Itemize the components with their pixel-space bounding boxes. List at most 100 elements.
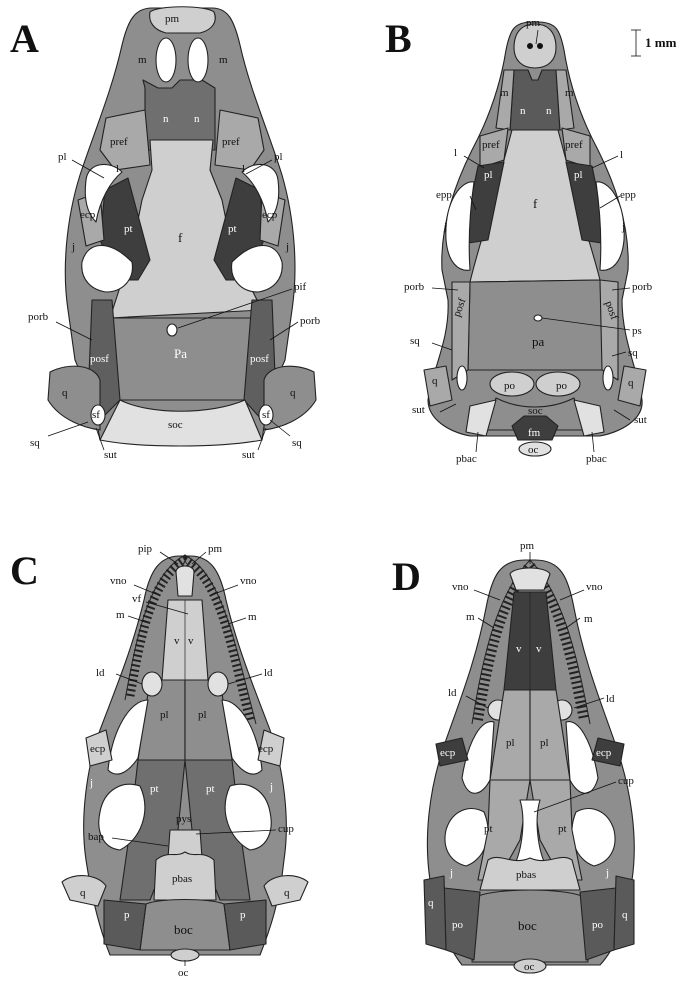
d-label-v-right: v xyxy=(536,643,542,655)
c-ld-left xyxy=(142,672,162,696)
c-label-q-left: q xyxy=(80,887,86,899)
b-label-soc: soc xyxy=(528,405,543,417)
c-ld-right xyxy=(208,672,228,696)
b-opening-right xyxy=(603,366,613,390)
c-label-pl-left: pl xyxy=(160,709,169,721)
panel-b-dorsal-skull: B 1 mm xyxy=(385,16,677,465)
c-prootic-left xyxy=(104,900,146,950)
a-label-sf-right: sf xyxy=(262,409,270,421)
d-label-vno-right: vno xyxy=(586,581,603,593)
c-label-boc: boc xyxy=(174,922,193,937)
b-posf-right xyxy=(600,280,618,380)
a-label-pl-left: pl xyxy=(58,151,67,163)
a-label-posf-left: posf xyxy=(90,353,109,365)
c-label-pm: pm xyxy=(208,543,223,555)
a-label-l-left: l xyxy=(116,163,119,175)
d-premaxilla xyxy=(510,568,550,590)
c-label-pys: pys xyxy=(176,813,191,825)
a-label-pa: Pa xyxy=(174,346,187,361)
c-label-vf: vf xyxy=(132,593,142,605)
d-label-m-right: m xyxy=(584,613,593,625)
a-label-sut-right: sut xyxy=(242,449,255,461)
panel-a-dorsal-skull: A xyxy=(10,7,321,461)
a-label-f: f xyxy=(178,230,183,245)
b-parietal xyxy=(468,280,604,370)
b-label-pl-right: pl xyxy=(574,169,583,181)
c-label-pbas: pbas xyxy=(172,873,192,885)
panel-b-label: B xyxy=(385,16,412,61)
c-label-q-right: q xyxy=(284,887,290,899)
b-label-po-right: po xyxy=(556,380,568,392)
a-premaxilla xyxy=(150,7,216,33)
c-label-ecp-left: ecp xyxy=(90,743,106,755)
b-label-sq-left: sq xyxy=(410,335,420,347)
c-label-vno-right: vno xyxy=(240,575,257,587)
a-label-n-left: n xyxy=(163,113,169,125)
c-label-bap: bap xyxy=(88,831,104,843)
panel-c-ventral-skull: C xyxy=(10,543,308,979)
d-label-pt-right: pt xyxy=(558,823,567,835)
a-label-q-right: q xyxy=(290,387,296,399)
a-label-m-right: m xyxy=(219,54,228,66)
b-label-m-left: m xyxy=(500,87,509,99)
d-label-cup: cup xyxy=(618,775,634,787)
b-label-n-right: n xyxy=(546,105,552,117)
a-pineal-foramen xyxy=(167,324,177,336)
b-opening-left xyxy=(457,366,467,390)
b-label-l-left: l xyxy=(454,147,457,159)
b-naris-left xyxy=(527,43,533,49)
c-label-pt-right: pt xyxy=(206,783,215,795)
c-label-oc: oc xyxy=(178,967,189,979)
c-label-v-right: v xyxy=(188,635,194,647)
a-label-n-right: n xyxy=(194,113,200,125)
c-label-j-right: j xyxy=(269,781,273,793)
a-label-soc: soc xyxy=(168,419,183,431)
b-label-j-left: j xyxy=(443,221,447,233)
a-label-pt-right: pt xyxy=(228,223,237,235)
a-leader-sq-left xyxy=(48,422,88,436)
panel-c-label: C xyxy=(10,548,39,593)
b-label-pbac-left: pbac xyxy=(456,453,477,465)
a-label-m-left: m xyxy=(138,54,147,66)
c-label-pip: pip xyxy=(138,543,153,555)
d-label-boc: boc xyxy=(518,918,537,933)
c-label-m-right: m xyxy=(248,611,257,623)
a-label-sut-left: sut xyxy=(104,449,117,461)
d-label-pbas: pbas xyxy=(516,869,536,881)
c-label-ecp-right: ecp xyxy=(258,743,274,755)
b-label-ps: ps xyxy=(632,325,642,337)
b-premaxilla xyxy=(514,24,556,68)
a-label-porb-left: porb xyxy=(28,311,49,323)
c-label-pt-left: pt xyxy=(150,783,159,795)
d-label-po-right: po xyxy=(592,919,604,931)
a-label-j-right: j xyxy=(285,241,289,253)
a-label-q-left: q xyxy=(62,387,68,399)
d-label-pl-left: pl xyxy=(506,737,515,749)
b-label-sut-right: sut xyxy=(634,414,647,426)
d-label-v-left: v xyxy=(516,643,522,655)
d-label-ecp-left: ecp xyxy=(440,747,456,759)
d-label-pl-right: pl xyxy=(540,737,549,749)
b-label-fm: fm xyxy=(528,427,541,439)
a-naris-right xyxy=(188,38,208,82)
d-label-oc: oc xyxy=(524,961,535,973)
c-premaxilla xyxy=(176,566,194,596)
b-label-n-left: n xyxy=(520,105,526,117)
panel-a-label: A xyxy=(10,16,39,61)
c-label-p-left: p xyxy=(124,909,130,921)
d-label-vno-left: vno xyxy=(452,581,469,593)
b-label-porb-left: porb xyxy=(404,281,425,293)
b-label-q-right: q xyxy=(628,377,634,389)
a-label-pref-left: pref xyxy=(110,136,128,148)
c-label-p-right: p xyxy=(240,909,246,921)
c-label-m-left: m xyxy=(116,609,125,621)
d-label-j-left: j xyxy=(449,867,453,879)
a-label-pt-left: pt xyxy=(124,223,133,235)
b-label-q-left: q xyxy=(432,375,438,387)
d-label-po-left: po xyxy=(452,919,464,931)
a-label-sq-left: sq xyxy=(30,437,40,449)
d-quadrate-left xyxy=(424,876,446,950)
b-label-sq-right: sq xyxy=(628,347,638,359)
b-label-po-left: po xyxy=(504,380,516,392)
